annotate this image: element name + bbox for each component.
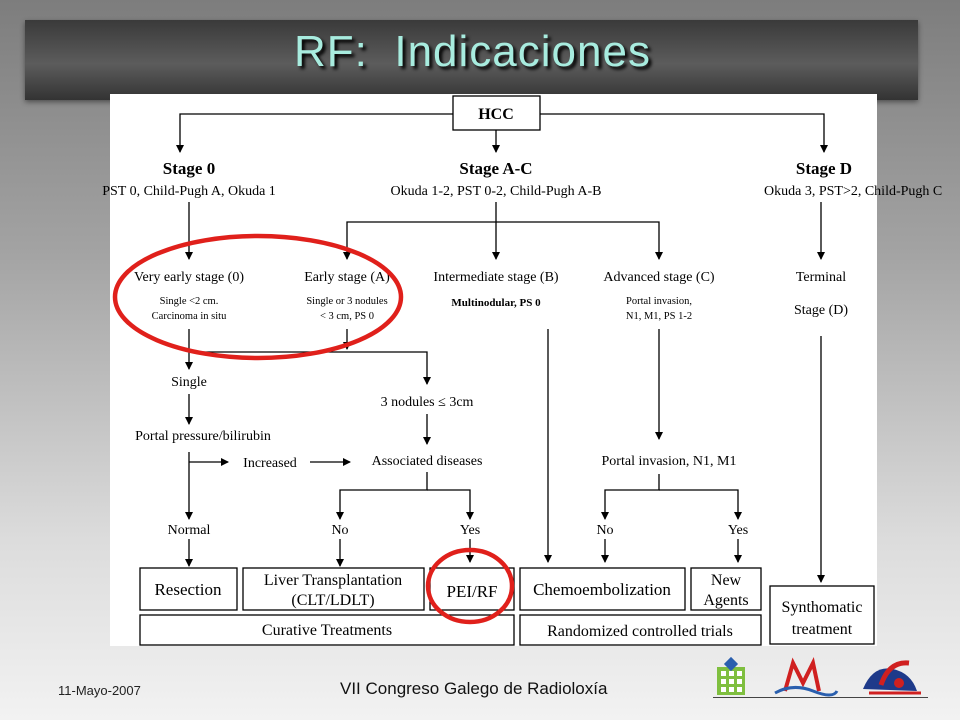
footer-conference: VII Congreso Galego de Radioloxía xyxy=(340,679,608,698)
rct-label: Randomized controlled trials xyxy=(547,623,733,640)
new-agents-box xyxy=(690,567,762,611)
synthomatic-line2: treatment xyxy=(792,621,853,638)
early-detail-1: Single or 3 nodules xyxy=(306,296,387,307)
resection-box xyxy=(139,567,238,611)
three-nodules-label: 3 nodules ≤ 3cm xyxy=(381,395,474,410)
stageD-title: Stage D xyxy=(796,159,852,178)
title-bar xyxy=(25,20,918,100)
footer-date: 11-Mayo-2007 xyxy=(58,683,141,698)
new-agents-line1: New xyxy=(711,572,742,589)
chemoembolization-box xyxy=(519,567,686,611)
pei-rf-label: PEI/RF xyxy=(446,582,497,601)
no-label-1: No xyxy=(331,523,348,538)
highlight-circle-early-stages xyxy=(112,233,404,361)
very-early-stage-label: Very early stage (0) xyxy=(134,270,244,285)
portal-pressure-label: Portal pressure/bilirubin xyxy=(135,429,271,444)
liver-transplant-line1: Liver Transplantation xyxy=(264,572,402,589)
yes-label-1: Yes xyxy=(460,523,480,538)
liver-transplant-box xyxy=(242,567,425,611)
connectors xyxy=(176,95,828,583)
resection-label: Resection xyxy=(154,580,222,599)
intermediate-detail: Multinodular, PS 0 xyxy=(451,297,541,309)
advanced-detail-2: N1, M1, PS 1-2 xyxy=(626,311,692,322)
hcc-label: HCC xyxy=(478,106,514,123)
terminal-stage-line2: Stage (D) xyxy=(794,303,848,318)
liver-transplant-line2: (CLT/LDLT) xyxy=(291,592,374,609)
advanced-stage-label: Advanced stage (C) xyxy=(603,270,715,285)
stageAC-title: Stage A-C xyxy=(459,159,532,178)
very-early-detail-2: Carcinoma in situ xyxy=(152,311,227,322)
curative-label: Curative Treatments xyxy=(262,622,392,639)
increased-label: Increased xyxy=(243,456,297,471)
rct-box xyxy=(519,614,762,646)
stageD-subtitle: Okuda 3, PST>2, Child-Pugh C xyxy=(764,184,942,199)
pei-rf-box xyxy=(429,567,515,611)
intermediate-stage-label: Intermediate stage (B) xyxy=(433,270,559,285)
new-agents-line2: Agents xyxy=(703,592,748,609)
stage0-title: Stage 0 xyxy=(163,159,215,178)
early-stage-label: Early stage (A) xyxy=(304,270,390,285)
very-early-detail-1: Single <2 cm. xyxy=(160,296,219,307)
synthomatic-line1: Synthomatic xyxy=(782,599,863,616)
no-label-2: No xyxy=(596,523,613,538)
logo-1 xyxy=(717,656,745,695)
stageAC-subtitle: Okuda 1-2, PST 0-2, Child-Pugh A-B xyxy=(391,184,602,199)
diagram-canvas: HCC Stage 0 PST 0, Child-Pugh A, Okuda 1… xyxy=(102,95,942,646)
sponsor-logos xyxy=(717,656,921,697)
slide-title: RF: Indicaciones xyxy=(294,27,651,76)
chemoembolization-label: Chemoembolization xyxy=(533,580,671,599)
logo-underline xyxy=(713,697,928,698)
highlight-circle-pei-rf xyxy=(425,547,515,625)
advanced-detail-1: Portal invasion, xyxy=(626,296,692,307)
bclc-staging-diagram: HCC Stage 0 PST 0, Child-Pugh A, Okuda 1… xyxy=(102,94,942,646)
logo-3 xyxy=(863,660,921,695)
synthomatic-box xyxy=(769,585,875,645)
associated-diseases-label: Associated diseases xyxy=(372,454,483,469)
early-detail-2: < 3 cm, PS 0 xyxy=(320,311,374,322)
single-label: Single xyxy=(171,375,207,390)
logo-2 xyxy=(774,657,839,697)
normal-label: Normal xyxy=(168,523,211,538)
portal-invasion-label: Portal invasion, N1, M1 xyxy=(602,454,737,469)
terminal-stage-line1: Terminal xyxy=(796,270,846,285)
stage0-subtitle: PST 0, Child-Pugh A, Okuda 1 xyxy=(102,184,276,199)
yes-label-2: Yes xyxy=(728,523,748,538)
